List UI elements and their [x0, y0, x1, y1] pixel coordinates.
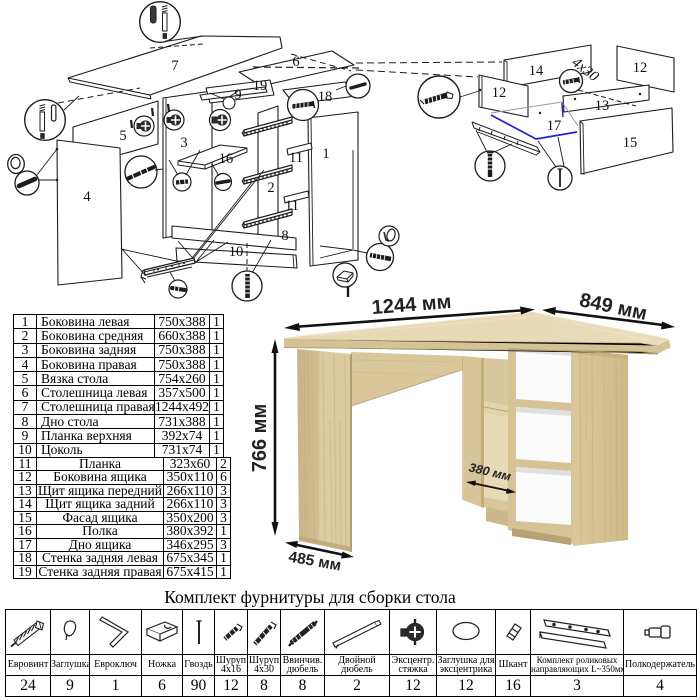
svg-text:2: 2 — [267, 180, 274, 196]
svg-text:1: 1 — [322, 146, 329, 162]
svg-text:14: 14 — [529, 63, 544, 79]
svg-text:13: 13 — [595, 98, 610, 114]
svg-text:18: 18 — [318, 89, 333, 105]
svg-text:10: 10 — [229, 244, 244, 260]
svg-text:17: 17 — [547, 118, 562, 134]
svg-text:1244 мм: 1244 мм — [371, 291, 452, 319]
svg-text:5: 5 — [119, 128, 126, 144]
svg-text:16: 16 — [219, 151, 234, 167]
svg-text:4: 4 — [83, 189, 91, 205]
svg-text:3: 3 — [180, 135, 187, 151]
svg-text:11: 11 — [285, 198, 299, 214]
svg-text:11: 11 — [289, 150, 303, 166]
svg-text:15: 15 — [623, 135, 638, 151]
svg-text:6: 6 — [292, 54, 299, 70]
svg-text:7: 7 — [171, 58, 178, 74]
svg-text:8: 8 — [281, 228, 288, 244]
svg-text:19: 19 — [253, 78, 268, 94]
svg-text:9: 9 — [234, 87, 241, 103]
svg-text:12: 12 — [492, 85, 507, 101]
svg-text:12: 12 — [633, 60, 648, 76]
svg-text:766 мм: 766 мм — [249, 404, 271, 473]
